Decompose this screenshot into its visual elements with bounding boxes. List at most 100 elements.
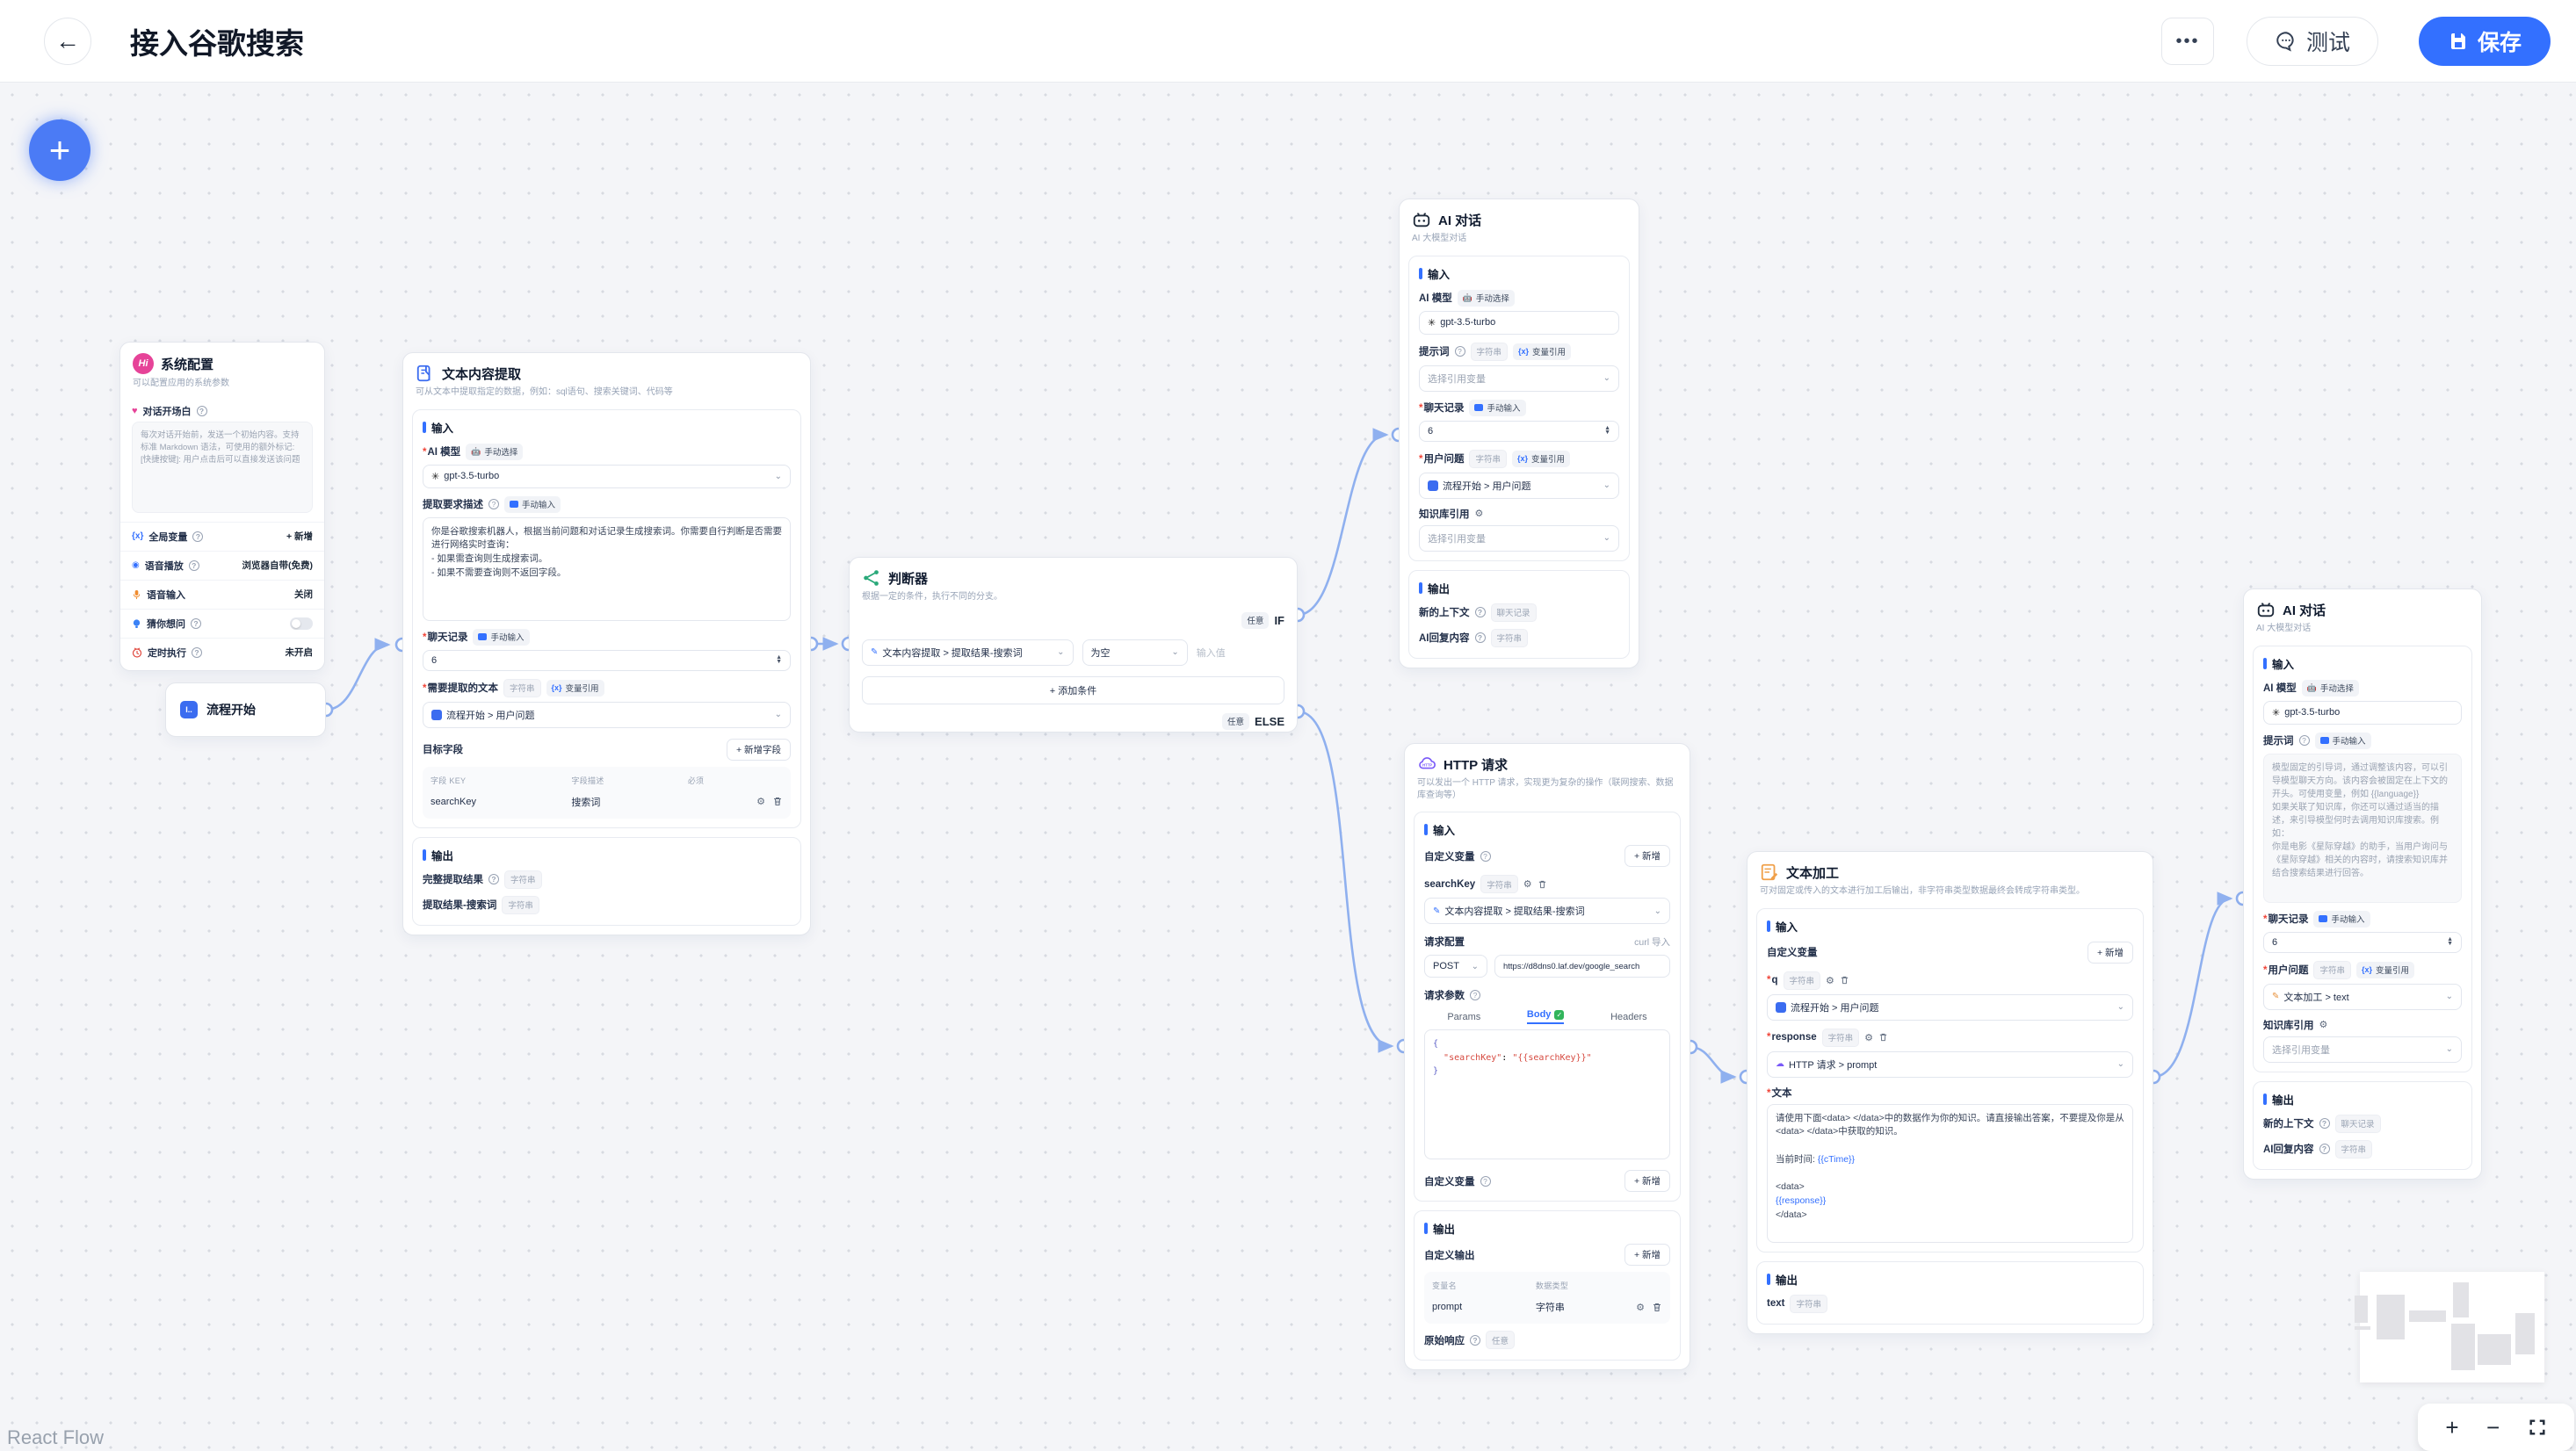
sched-value[interactable]: 未开启 (285, 647, 314, 658)
stepper-down-icon[interactable]: ▼ (776, 658, 782, 665)
add-var-button[interactable]: + 新增 (1624, 1170, 1670, 1192)
node-ai-chat-right[interactable]: AI 对话 AI 大模型对话 输入 AI 模型 🤖手动选择 ✳gpt-3.5-t… (2243, 588, 2482, 1180)
condition-variable-select[interactable]: ✎文本内容提取 > 提取结果-搜索词⌄ (862, 639, 1074, 666)
curl-import-button[interactable]: curl 导入 (1634, 936, 1670, 948)
stepper-up-icon[interactable]: ▲ (776, 654, 782, 661)
help-icon[interactable]: ? (192, 646, 202, 658)
var-value-select[interactable]: ✎文本内容提取 > 提取结果-搜索词⌄ (1424, 898, 1670, 924)
node-flow-start[interactable]: I..流程开始 (165, 682, 326, 737)
gear-icon[interactable]: ⚙ (1864, 1032, 1874, 1043)
gear-icon[interactable]: ⚙ (2319, 1020, 2328, 1030)
guess-toggle[interactable] (290, 617, 313, 630)
node-text-extract[interactable]: 文本内容提取 可从文本中提取指定的数据，例如：sql语句、搜索关键词、代码等 输… (402, 352, 811, 935)
zoom-in-button[interactable]: + (2445, 1413, 2459, 1440)
save-button[interactable]: 保存 (2419, 17, 2551, 66)
gear-icon[interactable]: ⚙ (1636, 1302, 1645, 1313)
back-button[interactable]: ← (44, 18, 91, 65)
opening-textarea[interactable]: 每次对话开始前，发送一个初始内容。支持标准 Markdown 语法，可使用的额外… (132, 421, 313, 513)
zoom-out-button[interactable]: − (2486, 1413, 2500, 1440)
test-button[interactable]: 测试 (2247, 17, 2378, 66)
stepper-down-icon[interactable]: ▼ (2447, 940, 2453, 947)
add-var-button[interactable]: + 新增 (2087, 941, 2133, 964)
add-node-button[interactable]: + (29, 119, 90, 181)
gear-icon[interactable]: ⚙ (1474, 509, 1484, 519)
help-icon[interactable]: ? (1474, 607, 1486, 617)
var-ref-badge[interactable]: {x}变量引用 (2356, 961, 2415, 978)
question-select[interactable]: ✎文本加工 > text⌄ (2263, 983, 2462, 1010)
gear-icon[interactable]: ⚙ (756, 797, 765, 807)
tab-headers[interactable]: Headers (1610, 1011, 1647, 1022)
manual-input-badge[interactable]: 手动输入 (1469, 399, 1526, 416)
add-global-var-button[interactable]: + 新增 (286, 531, 313, 542)
stepper-up-icon[interactable]: ▲ (1604, 425, 1610, 432)
help-icon[interactable]: ? (1454, 346, 1465, 357)
add-var-button[interactable]: + 新增 (1624, 845, 1670, 867)
help-icon[interactable]: ? (2319, 1118, 2330, 1129)
gear-icon[interactable]: ⚙ (1826, 975, 1834, 986)
var-ref-badge[interactable]: {x}变量引用 (546, 679, 604, 697)
var-q-select[interactable]: 流程开始 > 用户问题⌄ (1767, 993, 2133, 1021)
history-count-input[interactable]: 6 ▲▼ (423, 649, 791, 671)
help-icon[interactable]: ? (1480, 850, 1491, 862)
var-ref-badge[interactable]: {x}变量引用 (1513, 343, 1572, 360)
var-ref-badge[interactable]: {x}变量引用 (1512, 450, 1571, 467)
condition-op-select[interactable]: 为空⌄ (1082, 639, 1188, 666)
source-select[interactable]: 流程开始 > 用户问题⌄ (423, 701, 791, 728)
model-select[interactable]: ✳gpt-3.5-turbo (2263, 700, 2462, 725)
help-icon[interactable]: ? (196, 405, 207, 416)
node-text-process[interactable]: 文本加工 可对固定或传入的文本进行加工后输出，非字符串类型数据最终会转成字符串类… (1747, 851, 2153, 1334)
add-condition-button[interactable]: + 添加条件 (862, 675, 1284, 704)
trash-icon[interactable] (1840, 975, 1849, 985)
help-icon[interactable]: ? (192, 531, 204, 542)
desc-textarea[interactable]: 你是谷歌搜索机器人，根据当前问题和对话记录生成搜索词。你需要自行判断是否需要进行… (423, 516, 791, 621)
var-response-select[interactable]: ☁HTTP 请求 > prompt⌄ (1767, 1050, 2133, 1078)
manual-select-badge[interactable]: 🤖手动选择 (466, 443, 524, 460)
help-icon[interactable]: ? (488, 874, 499, 884)
trash-icon[interactable] (1652, 1302, 1662, 1313)
minimap[interactable] (2355, 1272, 2544, 1382)
more-menu-button[interactable]: ••• (2161, 18, 2214, 65)
trash-icon[interactable] (772, 796, 783, 807)
manual-select-badge[interactable]: 🤖手动选择 (1457, 289, 1515, 307)
url-input[interactable]: https://d8dns0.laf.dev/google_search (1494, 955, 1670, 978)
history-count-input[interactable]: 6 ▲▼ (2263, 931, 2462, 953)
flow-canvas[interactable]: + React Flow (0, 83, 2576, 1451)
question-select[interactable]: 流程开始 > 用户问题⌄ (1419, 472, 1619, 499)
trash-icon[interactable] (1538, 879, 1547, 890)
manual-input-badge[interactable]: 手动输入 (504, 495, 561, 513)
gear-icon[interactable]: ⚙ (1523, 879, 1532, 890)
add-output-button[interactable]: + 新增 (1624, 1244, 1670, 1266)
help-icon[interactable]: ? (2298, 735, 2310, 746)
tab-body[interactable]: Body✓ (1526, 1009, 1565, 1024)
any-badge[interactable]: 任意 (1241, 611, 1270, 629)
node-http-request[interactable]: HTTP HTTP 请求 可以发出一个 HTTP 请求，实现更为复杂的操作（联网… (1404, 743, 1690, 1370)
manual-input-badge[interactable]: 手动输入 (2313, 910, 2370, 928)
help-icon[interactable]: ? (1470, 990, 1480, 1000)
manual-select-badge[interactable]: 🤖手动选择 (2301, 679, 2359, 697)
prompt-select[interactable]: 选择引用变量⌄ (1419, 365, 1619, 392)
manual-input-badge[interactable]: 手动输入 (473, 628, 530, 646)
stepper-up-icon[interactable]: ▲ (2447, 936, 2453, 943)
help-icon[interactable]: ? (1474, 632, 1486, 643)
kb-select[interactable]: 选择引用变量⌄ (1419, 524, 1619, 552)
help-icon[interactable]: ? (191, 617, 201, 629)
tts-value[interactable]: 浏览器自带(免费) (242, 560, 314, 571)
help-icon[interactable]: ? (188, 559, 199, 571)
model-select[interactable]: ✳gpt-3.5-turbo (1419, 310, 1619, 335)
help-icon[interactable]: ? (1480, 1175, 1491, 1187)
help-icon[interactable]: ? (2319, 1144, 2330, 1154)
kb-select[interactable]: 选择引用变量⌄ (2263, 1036, 2462, 1063)
text-editor[interactable]: 请使用下面<data> </data>中的数据作为你的知识。请直接输出答案，不要… (1767, 1103, 2133, 1243)
condition-value-input[interactable]: 输入值 (1196, 647, 1226, 659)
stt-value[interactable]: 关闭 (294, 589, 313, 600)
stepper-down-icon[interactable]: ▼ (1604, 429, 1610, 436)
history-count-input[interactable]: 6 ▲▼ (1419, 420, 1619, 442)
manual-input-badge[interactable]: 手动输入 (2314, 732, 2371, 749)
add-field-button[interactable]: + 新增字段 (726, 738, 791, 761)
any-badge[interactable]: 任意 (1222, 712, 1250, 730)
help-icon[interactable]: ? (1470, 1334, 1480, 1346)
trash-icon[interactable] (1878, 1032, 1888, 1043)
fit-view-button[interactable] (2528, 1418, 2547, 1437)
